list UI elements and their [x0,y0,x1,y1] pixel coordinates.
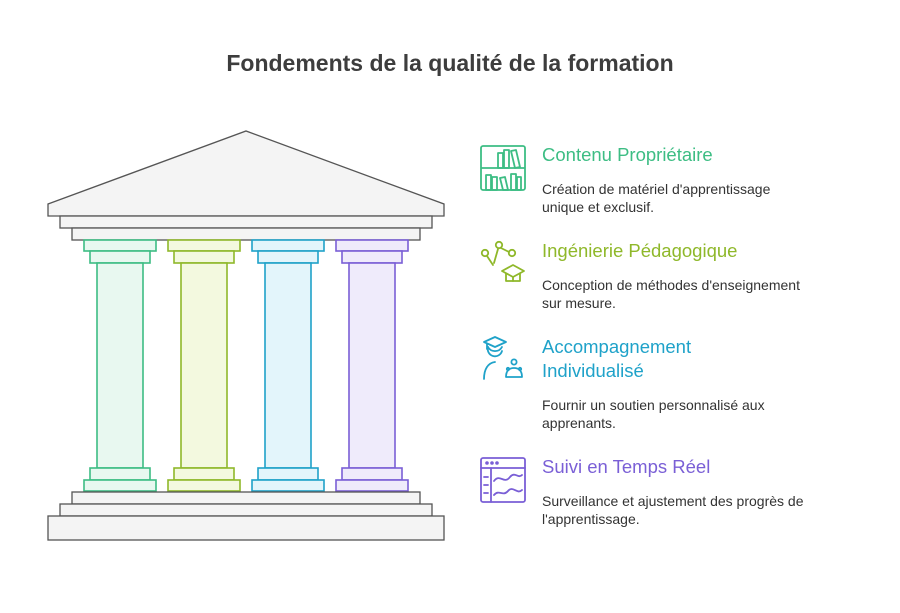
monitor-chart-icon [480,457,526,503]
item-description: Fournir un soutien personnalisé aux appr… [542,397,765,431]
column-lime [167,239,241,492]
column-green [83,239,157,492]
temple-roof [47,130,445,217]
column-purple [335,239,409,492]
graduation-cap-network-icon [480,240,525,282]
temple-step-middle [59,503,433,517]
temple-step-top [71,491,421,505]
temple-entablature-top [59,215,433,229]
item-description: Conception de méthodes d'enseignement su… [542,277,800,311]
item-heading: Contenu Propriétaire [542,144,713,165]
temple-step-bottom [47,515,445,541]
item-heading: Suivi en Temps Réel [542,456,711,477]
mentor-student-icon [483,336,523,380]
bookshelf-icon [480,145,526,191]
temple-entablature-bottom [71,227,421,241]
item-description: Surveillance et ajustement des progrès d… [542,493,804,527]
item-description: Création de matériel d'apprentissage uni… [542,181,771,215]
column-blue [251,239,325,492]
page-title: Fondements de la qualité de la formation [226,50,674,76]
item-heading: Accompagnement Individualisé [542,336,692,381]
item-heading: Ingénierie Pédagogique [542,240,738,261]
